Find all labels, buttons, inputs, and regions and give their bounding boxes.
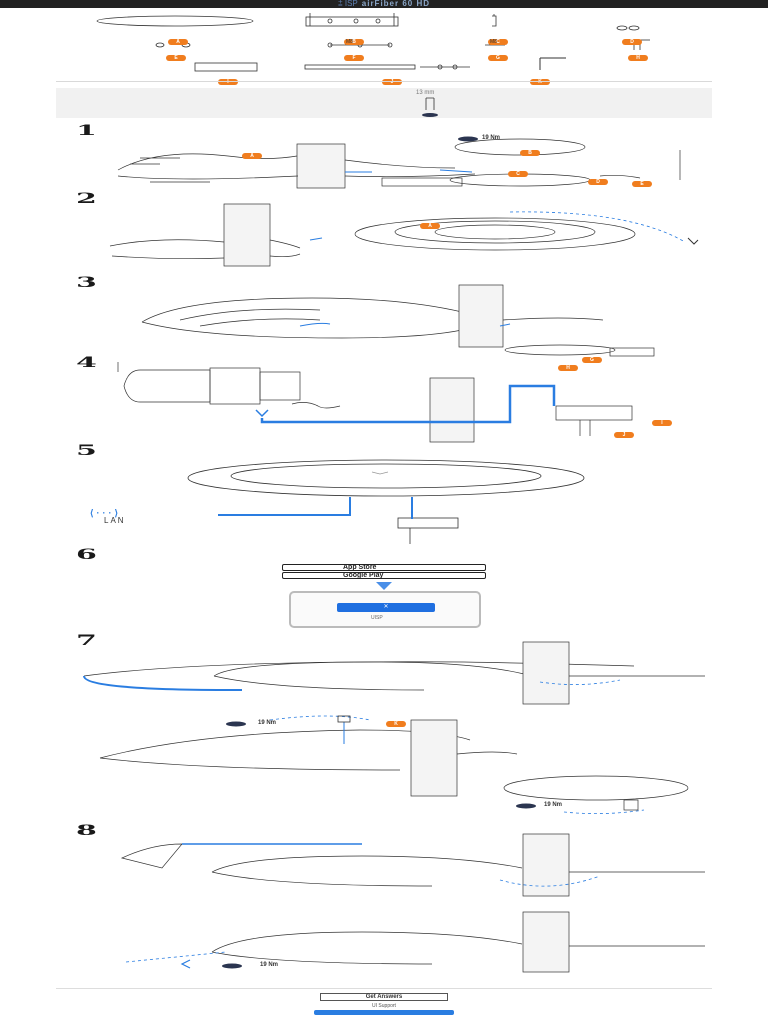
step-4-badge-1: I <box>652 411 672 429</box>
tool-size-label: 13 mm <box>416 90 435 96</box>
step-6-number: 6 <box>76 546 97 563</box>
step-2-number: 2 <box>76 190 97 207</box>
step-1-badge-c: C <box>508 162 528 180</box>
footer-separator <box>56 988 712 989</box>
support-label: UI Support <box>372 1003 396 1009</box>
lan-label: LAN <box>104 516 126 525</box>
part-h-badge: H <box>628 46 648 64</box>
pole <box>522 833 570 897</box>
google-play-badge[interactable]: Google Play <box>282 572 486 579</box>
pole <box>429 377 475 443</box>
part-i-badge: I <box>218 70 238 88</box>
uisp-app-button[interactable]: ✕ <box>337 603 435 612</box>
part-g-label: M8 <box>490 39 497 45</box>
step-1-torque-label: 19 Nm <box>482 135 501 141</box>
part-j-badge: J <box>382 70 402 88</box>
bracket-part-illustration <box>305 13 399 27</box>
lan-arrows: ⟨···⟩ <box>90 508 122 518</box>
app-name-label: UISP <box>371 615 383 621</box>
box-part-illustration <box>194 62 258 72</box>
step-7-badge: K <box>386 712 406 730</box>
washer-part-illustration <box>616 25 640 31</box>
step-1-number: 1 <box>76 122 97 139</box>
step-8-torque-label: 19 Nm <box>260 962 279 968</box>
part-b-badge: B <box>344 30 364 48</box>
part-k-badge: K <box>530 70 550 88</box>
step-4-number: 4 <box>76 354 97 371</box>
get-answers-button[interactable]: Get Answers <box>320 993 448 1001</box>
header-bar: ⩲ ISP airFiber 60 HD <box>0 0 768 8</box>
part-f-label: M8 <box>346 39 353 45</box>
brand-logo: ⩲ ISP <box>337 0 358 8</box>
part-c-badge: C <box>488 30 508 48</box>
step-4-badge-2: J <box>614 423 634 441</box>
step-3-badge-2: H <box>558 356 578 374</box>
phone-illustration: ✕ UISP <box>289 591 481 628</box>
step-7-number: 7 <box>76 632 97 649</box>
app-store-badge[interactable]: App Store <box>282 564 486 571</box>
step-8-number: 8 <box>76 822 97 839</box>
step-7-torque-label-b: 19 Nm <box>544 802 563 808</box>
step-5-number: 5 <box>76 442 97 459</box>
pole <box>458 284 504 348</box>
pole <box>410 719 458 797</box>
step-1-badge-a: A <box>242 144 262 162</box>
part-f-badge: F <box>344 46 364 64</box>
step-3-badge-1: G <box>582 348 602 366</box>
dish-part-illustration <box>96 15 254 27</box>
part-a-badge: A <box>168 30 188 48</box>
tool-bar: 13 mm <box>56 88 712 118</box>
dish-front <box>187 459 585 497</box>
part-g-badge: G <box>488 46 508 64</box>
pole <box>223 203 271 267</box>
step-2-badge: A <box>420 214 440 232</box>
step-1-badge-e: E <box>632 172 652 190</box>
torque-wrench-icon <box>222 963 242 969</box>
step-3-number: 3 <box>76 274 97 291</box>
step-7-torque-label-a: 19 Nm <box>258 720 277 726</box>
part-d-badge: D <box>622 30 642 48</box>
part-e-badge: E <box>166 46 186 64</box>
pole <box>522 641 570 705</box>
parts-separator <box>56 81 712 82</box>
step-1-badge-b: B <box>520 141 540 159</box>
pole <box>522 911 570 973</box>
torque-wrench-icon <box>458 136 478 142</box>
torque-wrench-icon <box>516 803 536 809</box>
torque-wrench-icon <box>226 721 246 727</box>
rod-part-illustration <box>304 64 470 70</box>
key-part-illustration <box>539 57 566 70</box>
wrench-icon <box>422 97 438 117</box>
support-link-bar[interactable] <box>314 1010 454 1015</box>
step-1-badge-d: D <box>588 170 608 188</box>
pole <box>296 143 346 189</box>
page-title: airFiber 60 HD <box>361 0 431 8</box>
download-arrow-icon <box>376 582 392 590</box>
parts-illustrations <box>96 13 650 72</box>
bolt-part-illustration <box>492 14 497 27</box>
